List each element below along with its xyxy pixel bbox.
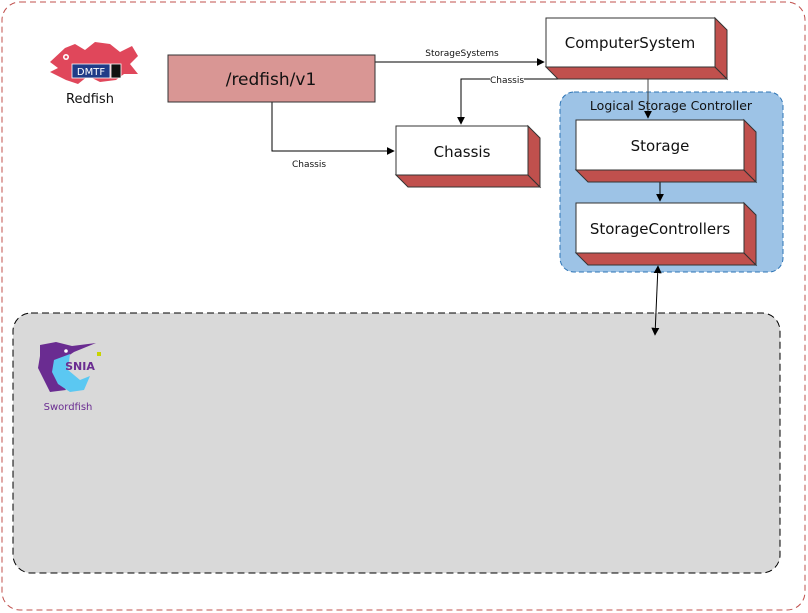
storage-node[interactable]: Storage bbox=[574, 118, 758, 184]
swordfish-logo: SNIA Swordfish bbox=[38, 342, 101, 413]
edge-computer-system-to-chassis bbox=[457, 78, 558, 125]
storage-label: Storage bbox=[631, 137, 690, 155]
redfish-logo: DMTF Redfish bbox=[50, 42, 138, 107]
swordfish-fish-icon bbox=[38, 342, 101, 392]
root-node[interactable]: /redfish/v1 bbox=[167, 54, 376, 103]
root-node-label: /redfish/v1 bbox=[226, 70, 317, 90]
swordfish-logo-text: Swordfish bbox=[44, 402, 93, 413]
computer-system-node[interactable]: ComputerSystem bbox=[544, 16, 729, 81]
chassis-label: Chassis bbox=[434, 143, 491, 161]
edge-label-chassis-from-computer-system: Chassis bbox=[490, 76, 524, 86]
snia-badge-text: SNIA bbox=[65, 360, 95, 373]
computer-system-label: ComputerSystem bbox=[565, 34, 696, 52]
edge-root-to-chassis bbox=[271, 102, 395, 155]
logical-storage-controller-label: Logical Storage Controller bbox=[590, 98, 753, 113]
dmtf-badge-text: DMTF bbox=[77, 67, 105, 78]
edge-label-chassis-from-root: Chassis bbox=[292, 160, 326, 170]
redfish-logo-text: Redfish bbox=[66, 92, 114, 107]
storage-controllers-label: StorageControllers bbox=[590, 220, 730, 238]
chassis-node[interactable]: Chassis bbox=[394, 124, 542, 189]
storage-controllers-node[interactable]: StorageControllers bbox=[574, 201, 758, 267]
dmtf-badge bbox=[71, 63, 111, 79]
edge-storage-controllers-to-swordfish bbox=[651, 265, 662, 336]
edge-label-storage-systems: StorageSystems bbox=[425, 49, 499, 59]
swordfish-region bbox=[12, 312, 781, 574]
connectors bbox=[271, 58, 664, 336]
edge-label-bg bbox=[490, 75, 524, 84]
